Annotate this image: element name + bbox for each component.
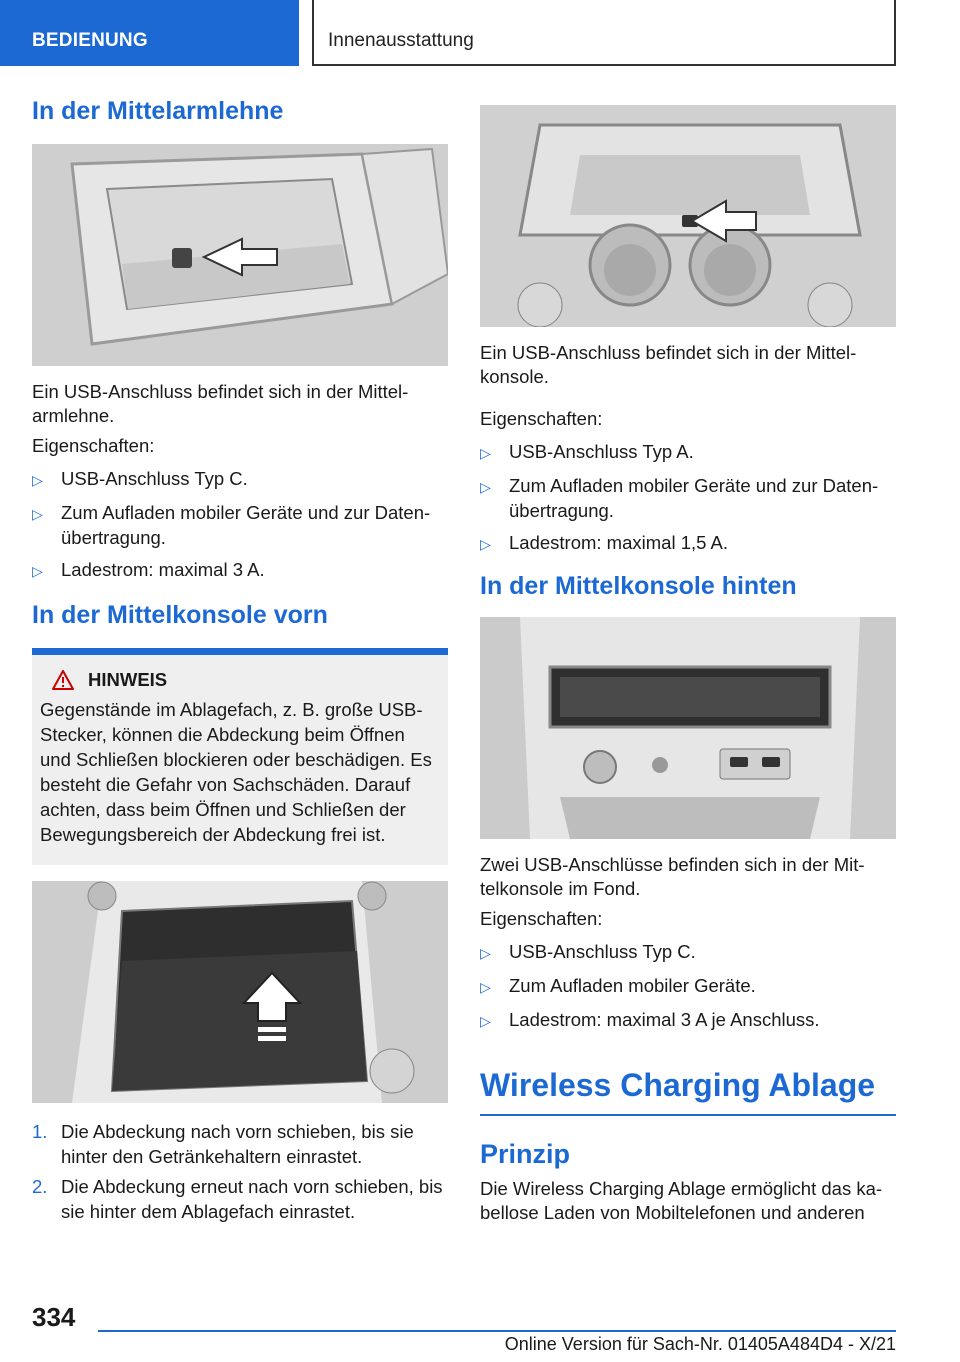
step-item: 1. Die Abdeckung nach vorn schieben, bis … xyxy=(32,1119,448,1169)
warning-triangle-icon xyxy=(52,670,74,690)
armrest-usb-photo xyxy=(32,144,448,366)
section-label: BEDIENUNG xyxy=(32,30,148,51)
list-item: ▷Ladestrom: maximal 3 A. xyxy=(32,557,448,584)
triangle-bullet-icon: ▷ xyxy=(32,563,43,579)
step-number: 1. xyxy=(32,1121,48,1142)
triangle-bullet-icon: ▷ xyxy=(480,479,491,495)
console-props-list: ▷USB-Anschluss Typ A. ▷Zum Aufladen mobi… xyxy=(480,439,896,557)
armrest-props-label: Eigenschaften: xyxy=(32,435,155,456)
heading-mittelkonsole-vorn: In der Mittelkonsole vorn xyxy=(32,601,328,629)
footer-version-text: Online Version für Sach-Nr. 01405A484D4 … xyxy=(504,1334,896,1354)
left-column: In der Mittelarmlehne Ein USB-Anschluss … xyxy=(32,96,448,1229)
heading-prinzip: Prinzip xyxy=(480,1139,571,1170)
triangle-bullet-icon: ▷ xyxy=(480,1013,491,1029)
step-item: 2. Die Abdeckung erneut nach vorn schiebe… xyxy=(32,1174,448,1224)
step-text: Die Abdeckung nach vorn schieben, bis si… xyxy=(61,1121,414,1167)
warning-note: HINWEIS Gegenstände im Ablagefach, z. B.… xyxy=(32,648,448,865)
triangle-bullet-icon: ▷ xyxy=(480,945,491,961)
note-header: HINWEIS xyxy=(40,669,440,691)
list-item: ▷Zum Aufladen mobiler Geräte und zur Dat… xyxy=(32,502,431,548)
triangle-bullet-icon: ▷ xyxy=(480,979,491,995)
list-item: ▷Zum Aufladen mobiler Geräte und zur Dat… xyxy=(480,475,879,521)
list-item: ▷Ladestrom: maximal 3 A je Anschluss. xyxy=(480,1007,896,1034)
steps-list: 1. Die Abdeckung nach vorn schieben, bis … xyxy=(32,1119,448,1224)
console-props-label: Eigenschaften: xyxy=(480,408,603,429)
footer-divider xyxy=(98,1330,896,1332)
chapter-label: Innenausstattung xyxy=(328,30,474,51)
section-tab: BEDIENUNG xyxy=(0,0,299,66)
heading-mittelkonsole-hinten: In der Mittelkonsole hinten xyxy=(480,572,797,600)
note-body: Gegenstände im Ablagefach, z. B. große U… xyxy=(40,699,432,845)
triangle-bullet-icon: ▷ xyxy=(480,536,491,552)
right-column: Ein USB-Anschluss befindet sich in der M… xyxy=(480,105,896,1225)
heading-mittelarmlehne: In der Mittelarmlehne xyxy=(32,97,284,125)
triangle-bullet-icon: ▷ xyxy=(32,472,43,488)
list-item: ▷USB-Anschluss Typ C. xyxy=(32,466,448,493)
armrest-props-list: ▷USB-Anschluss Typ C. ▷Zum Aufladen mobi… xyxy=(32,466,448,584)
front-console-usb-photo xyxy=(480,105,896,327)
list-item: ▷USB-Anschluss Typ C. xyxy=(480,939,896,966)
rear-usb-text: Zwei USB-Anschlüsse befinden sich in der… xyxy=(480,854,865,899)
rear-props-list: ▷USB-Anschluss Typ C. ▷Zum Aufladen mobi… xyxy=(480,939,896,1034)
list-item: ▷Zum Aufladen mobiler Geräte. xyxy=(480,973,896,1000)
list-item: ▷Ladestrom: maximal 1,5 A. xyxy=(480,530,896,557)
note-title: HINWEIS xyxy=(88,669,168,690)
list-item: ▷USB-Anschluss Typ A. xyxy=(480,439,896,466)
armrest-usb-text: Ein USB-Anschluss befindet sich in der M… xyxy=(32,381,409,426)
front-console-cover-photo xyxy=(32,881,448,1103)
step-number: 2. xyxy=(32,1176,48,1197)
step-text: Die Abdeckung erneut nach vorn schieben,… xyxy=(61,1176,443,1222)
triangle-bullet-icon: ▷ xyxy=(480,445,491,461)
heading-wireless-charging: Wireless Charging Ablage xyxy=(480,1066,896,1117)
prinzip-text: Die Wireless Charging Ablage ermöglicht … xyxy=(480,1177,883,1223)
console-usb-text: Ein USB-Anschluss befindet sich in der M… xyxy=(480,342,857,387)
rear-console-usb-photo xyxy=(480,617,896,839)
page-number: 334 xyxy=(32,1302,76,1332)
triangle-bullet-icon: ▷ xyxy=(32,506,43,522)
rear-props-label: Eigenschaften: xyxy=(480,908,603,929)
chapter-tab: Innenausstattung xyxy=(312,0,896,66)
